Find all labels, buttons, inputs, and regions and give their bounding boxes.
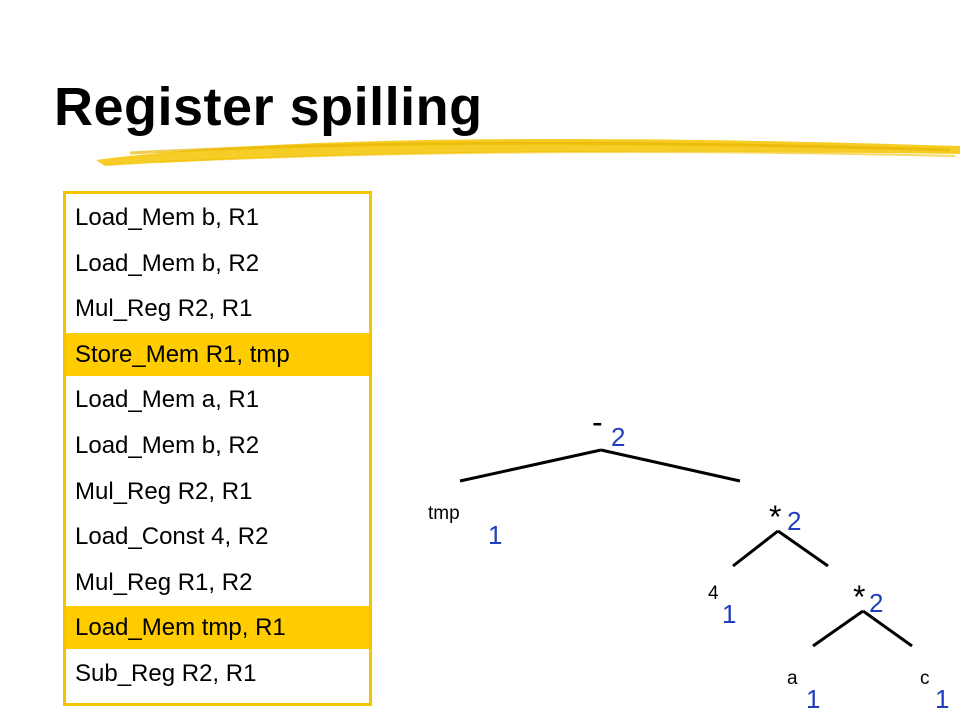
edge-mul2-a xyxy=(812,609,864,648)
code-line: Mul_Reg R2, R1 xyxy=(75,477,253,505)
node-four-label: 4 xyxy=(708,583,719,604)
weight-mul2: 2 xyxy=(869,588,883,618)
code-line: Load_Mem b, R1 xyxy=(75,204,260,231)
weight-tmp: 1 xyxy=(488,520,502,550)
weight-minus: 2 xyxy=(611,422,625,452)
edge-minus-mul1 xyxy=(600,448,741,483)
edge-minus-tmp xyxy=(459,448,602,483)
node-c-label: c xyxy=(920,668,930,689)
edge-mul2-c xyxy=(862,609,913,648)
code-line: Mul_Reg R2, R1 xyxy=(75,295,253,323)
node-mul2-op: * xyxy=(853,579,865,615)
node-a-label: a xyxy=(787,668,798,689)
code-line: Load_Mem b, R2 xyxy=(75,249,260,277)
node-tmp-label: tmp xyxy=(428,503,460,524)
edge-mul1-mul2 xyxy=(777,529,829,568)
code-line: Load_Mem tmp, R1 xyxy=(66,606,369,650)
code-line: Sub_Reg R2, R1 xyxy=(75,660,257,687)
title-underline-stroke xyxy=(96,138,960,166)
weight-a: 1 xyxy=(806,684,820,714)
code-line: Store_Mem R1, tmp xyxy=(66,332,369,376)
node-mul1-op: * xyxy=(769,499,781,535)
slide-title: Register spilling xyxy=(54,77,483,137)
node-minus-op: - xyxy=(592,404,603,440)
code-line: Load_Mem b, R2 xyxy=(75,432,260,459)
weight-mul1: 2 xyxy=(787,506,801,536)
edge-mul1-four xyxy=(732,529,779,568)
weight-c: 1 xyxy=(935,684,949,714)
code-listing: Load_Mem b, R1 Load_Mem b, R2 Mul_Reg R2, … xyxy=(63,191,372,706)
code-line: Mul_Reg R1, R2 xyxy=(75,568,253,596)
weight-four: 1 xyxy=(722,599,736,629)
code-line: Load_Mem a, R1 xyxy=(75,386,260,414)
code-line: Load_Const 4, R2 xyxy=(75,523,269,551)
